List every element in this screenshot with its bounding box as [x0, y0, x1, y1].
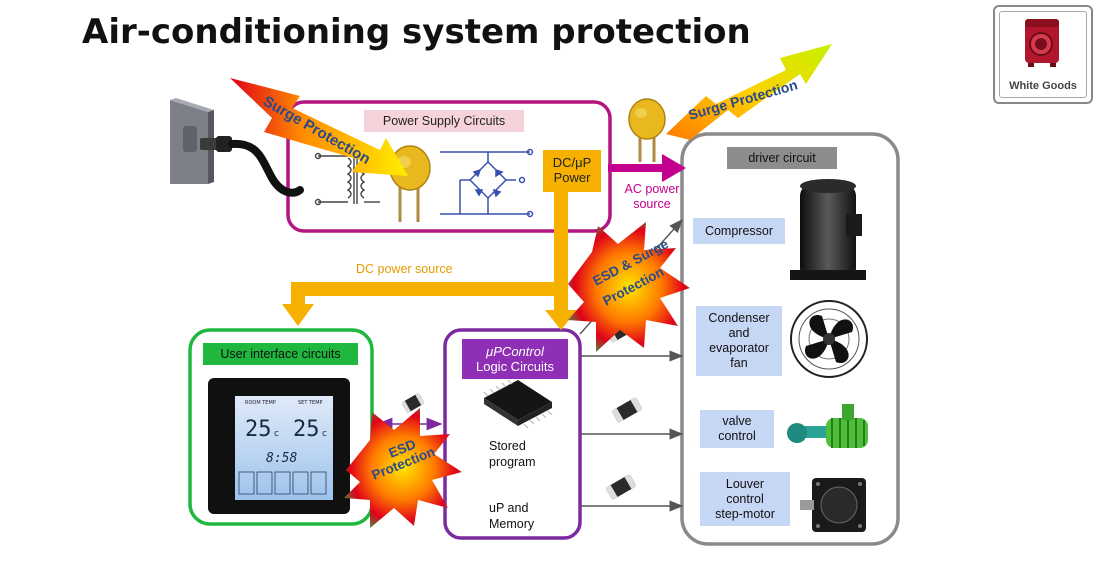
louver-line-3: step-motor	[715, 506, 775, 521]
louver-line-1: Louver	[725, 476, 765, 491]
fan-line-3: evaporator	[709, 341, 769, 355]
fan-line-4: fan	[730, 356, 748, 370]
valve-line-2: control	[718, 429, 756, 443]
svg-text:25: 25	[293, 417, 320, 442]
dc-up-power-line-1: DC/μP	[552, 155, 592, 170]
svg-text:c: c	[274, 429, 279, 439]
fan-line-1: Condenser	[708, 311, 770, 325]
stored-program-line-1: Stored	[489, 439, 526, 453]
step-motor-icon	[800, 478, 866, 532]
page-title: Air-conditioning system protection	[82, 12, 751, 52]
power-plug-icon	[200, 136, 304, 197]
valve-label: valve control	[700, 410, 774, 448]
dc-up-power-label: DC/μP Power	[543, 150, 601, 192]
transformer-icon	[314, 152, 380, 206]
fan-line-2: and	[728, 326, 750, 340]
svg-text:25: 25	[245, 417, 272, 442]
varistor-icon	[628, 98, 666, 162]
user-interface-label: User interface circuits	[203, 343, 358, 365]
valve-icon	[787, 404, 868, 448]
louver-label: Louver control step-motor	[700, 472, 790, 526]
ac-power-source-line-2: source	[633, 197, 671, 211]
compressor-icon	[790, 179, 866, 280]
svg-text:c: c	[322, 429, 327, 439]
esd-surge-protection-star: ESD & Surge Protection	[568, 222, 690, 352]
ac-power-source-label: AC power source	[612, 182, 692, 212]
dc-power-source-label: DC power source	[356, 262, 453, 276]
power-supply-label: Power Supply Circuits	[364, 110, 524, 132]
washing-machine-icon	[1025, 19, 1059, 67]
compressor-line-1: Compressor	[704, 223, 774, 238]
microcontroller-chip-icon	[483, 379, 553, 429]
up-control-label: μPControl Logic Circuits	[462, 339, 568, 379]
ac-power-source-line-1: AC power	[624, 182, 680, 196]
compressor-label: Compressor	[693, 218, 785, 244]
svg-text:ROOM TEMP: ROOM TEMP	[245, 400, 276, 406]
logo-label: White Goods	[1009, 80, 1077, 92]
driver-circuit-box	[680, 132, 900, 546]
up-control-line-1: μPControl	[486, 344, 544, 359]
brand-logo: White Goods	[993, 5, 1093, 104]
up-memory-label: uP and Memory	[489, 500, 534, 532]
fan-icon	[790, 300, 868, 378]
stored-program-label: Stored program	[489, 438, 536, 470]
svg-text:8:58: 8:58	[266, 451, 297, 466]
dc-power-line	[282, 190, 577, 330]
svg-text:SET TEMP: SET TEMP	[298, 400, 323, 406]
esd-protection-star: ESD Protection	[344, 408, 462, 528]
stored-program-line-2: program	[489, 455, 536, 469]
fan-label: Condenser and evaporator fan	[696, 306, 782, 376]
up-memory-line-1: uP and	[489, 501, 529, 515]
thermostat-display: ROOM TEMP SET TEMP 25 c 25 c 8:58	[208, 378, 350, 514]
driver-circuit-label: driver circuit	[727, 147, 837, 169]
wall-outlet-icon	[170, 98, 214, 184]
up-memory-line-2: Memory	[489, 517, 535, 531]
ac-power-arrow	[608, 154, 686, 182]
louver-line-2: control	[726, 491, 764, 506]
surge-protection-bolt-right: Surge Protection	[666, 44, 832, 140]
valve-line-1: valve	[722, 414, 752, 428]
dc-up-power-line-2: Power	[553, 170, 591, 185]
bridge-rectifier-icon	[440, 148, 534, 218]
up-control-line-2: Logic Circuits	[475, 359, 555, 374]
